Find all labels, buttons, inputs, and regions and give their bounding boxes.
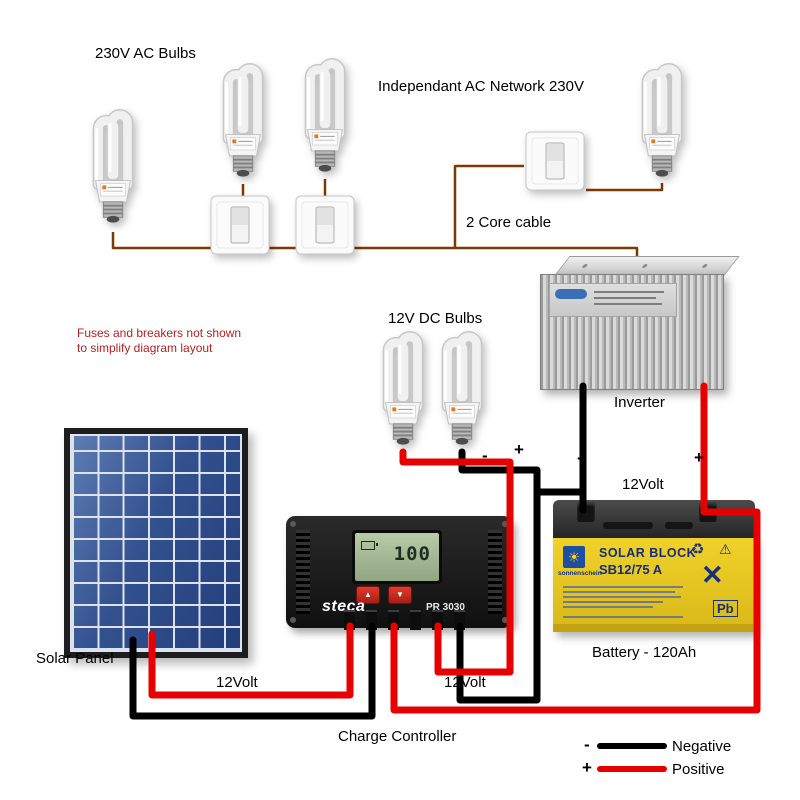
controller-down-button: ▼ [388, 586, 412, 604]
inverter-logo [555, 289, 587, 299]
label-solar-panel: Solar Panel [36, 650, 114, 667]
label-volt-solar: 12Volt [216, 674, 258, 691]
label-note-line2: to simplify diagram layout [77, 341, 213, 355]
battery-positive-terminal [699, 502, 717, 522]
controller-terminal [366, 610, 377, 630]
plus-mark-load: + [514, 440, 524, 459]
solar-cells-grid [72, 436, 240, 650]
minus-mark-battery: - [577, 448, 583, 467]
screw-icon [290, 521, 296, 527]
screw-icon [502, 521, 508, 527]
light-switch-3 [525, 131, 585, 191]
minus-mark-load: - [482, 446, 488, 465]
light-switch-2 [295, 195, 355, 255]
plus-mark-battery: + [694, 448, 704, 467]
battery-handle [665, 522, 693, 529]
label-core-cable: 2 Core cable [466, 214, 552, 231]
battery-label-area: ☀ sonnenschein SOLAR BLOCK SB12/75 A ♻ ⚠… [553, 538, 755, 632]
controller-terminal [454, 610, 465, 630]
label-dc-bulbs: 12V DC Bulbs [388, 310, 483, 327]
controller-up-button: ▲ [356, 586, 380, 604]
solar-panel [64, 428, 248, 658]
inverter-text-line [594, 291, 664, 293]
legend-negative-sign: - [584, 735, 590, 754]
label-note-line1: Fuses and breakers not shown [77, 326, 242, 340]
dc-bulb-1 [374, 325, 432, 455]
sun-logo-icon: ☀ [563, 546, 585, 568]
no-disposal-icon: ✕ [701, 560, 724, 590]
label-charge-controller: Charge Controller [338, 728, 457, 745]
inverter-device [540, 254, 740, 390]
charge-controller-device: 100 ▲ ▼ steca PR 3030 [286, 516, 512, 630]
inverter-top-face [554, 256, 740, 276]
battery-icon [361, 541, 378, 550]
recycle-icon: ♻ [691, 541, 705, 558]
controller-vent-left [296, 530, 310, 614]
controller-lcd: 100 [352, 530, 442, 584]
screw-icon [290, 617, 296, 623]
battery-fineprint-line [563, 591, 675, 593]
controller-lcd-screen: 100 [355, 533, 439, 581]
wire-ac-branch [453, 164, 524, 248]
label-battery: Battery - 120Ah [592, 644, 697, 661]
battery-device: ☀ sonnenschein SOLAR BLOCK SB12/75 A ♻ ⚠… [553, 500, 755, 632]
battery-fineprint-line [563, 606, 653, 608]
ac-bulb-3 [296, 52, 354, 182]
label-ac-network: Independant AC Network 230V [378, 78, 584, 95]
wire-ac-bulb4 [586, 183, 664, 192]
inverter-label-plate [549, 283, 677, 317]
battery-base-strip [553, 624, 755, 632]
battery-brand: sonnenschein [558, 570, 602, 577]
lead-pb-mark: Pb [713, 600, 738, 617]
battery-handle [603, 522, 653, 529]
battery-model: SB12/75 A [599, 562, 663, 577]
battery-fineprint-line [563, 616, 683, 618]
battery-negative-terminal [577, 502, 595, 522]
battery-top [553, 500, 755, 538]
controller-terminal [388, 610, 399, 630]
controller-vent-right [488, 530, 502, 614]
dc-bulb-2 [433, 325, 491, 455]
legend-positive-sign: + [582, 758, 592, 777]
legend-positive-label: Positive [672, 761, 725, 778]
battery-series-name: SOLAR BLOCK [599, 546, 697, 560]
ac-bulb-4 [633, 57, 691, 187]
warning-icon: ⚠ [719, 541, 732, 557]
battery-fineprint-line [563, 601, 663, 603]
inverter-text-line [594, 303, 662, 305]
legend-negative-label: Negative [672, 738, 732, 755]
label-inverter: Inverter [614, 394, 665, 411]
controller-terminal [344, 610, 355, 630]
ac-bulb-2 [214, 57, 272, 187]
label-volt-load: 12Volt [444, 674, 486, 691]
label-volt-battery: 12Volt [622, 476, 664, 493]
controller-terminal [432, 610, 443, 630]
controller-lcd-value: 100 [393, 543, 431, 565]
label-ac-bulbs: 230V AC Bulbs [95, 45, 196, 62]
ac-bulb-1 [84, 103, 142, 233]
inverter-text-line [594, 297, 656, 299]
controller-terminal [410, 610, 421, 630]
inverter-heatsink [540, 274, 724, 390]
battery-fineprint-line [563, 586, 683, 588]
screw-icon [502, 617, 508, 623]
light-switch-1 [210, 195, 270, 255]
battery-fineprint-line [563, 596, 681, 598]
